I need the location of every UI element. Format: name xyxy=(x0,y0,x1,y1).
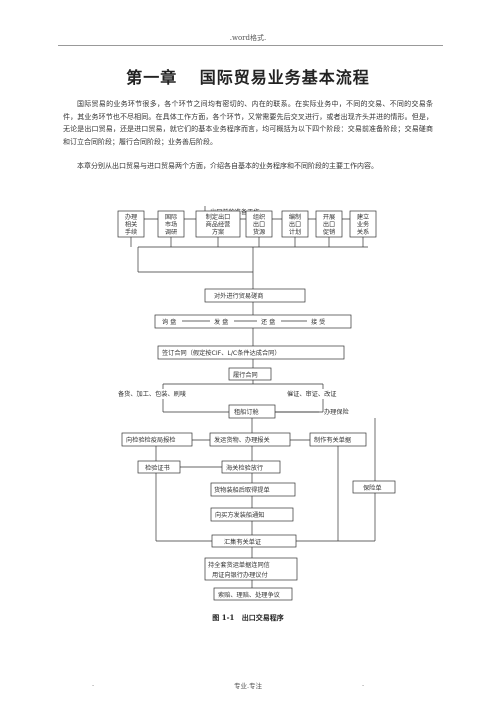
node-docs-make: 制作有关单据 xyxy=(314,436,351,444)
node-insure: 办理保险 xyxy=(324,408,350,416)
node-collect: 汇集有关单证 xyxy=(224,538,261,546)
prep-item-box-4 xyxy=(281,210,309,238)
footer-center: 专业.专注 xyxy=(233,682,263,690)
paragraph-scope: 本章分别从出口贸易与进口贸易两个方面，介绍各自基本的业务程序和不同阶段的主要工作… xyxy=(77,162,378,170)
node-policy: 保险单 xyxy=(363,484,382,492)
prep-item-5-line-1: 出口 xyxy=(323,221,335,229)
node-negotiate: 对外进行贸易磋商 xyxy=(214,292,264,300)
prep-item-3-line-2: 货源 xyxy=(253,228,265,236)
prep-item-4-line-0: 编制 xyxy=(289,213,301,221)
node-bl: 货物装船后取得提单 xyxy=(214,486,270,494)
footer-left: . xyxy=(92,680,95,688)
prep-item-box-3 xyxy=(245,210,273,238)
node-notice: 向买方发装船通知 xyxy=(215,511,265,519)
prep-item-6-line-1: 业务 xyxy=(357,221,369,229)
prep-item-box-6 xyxy=(349,210,377,238)
node-perform: 履行合同 xyxy=(233,371,258,379)
node-charter: 租船订舱 xyxy=(234,408,260,416)
prep-item-3-line-1: 出口 xyxy=(253,221,265,229)
chapter-name: 国际贸易业务基本流程 xyxy=(199,68,370,87)
prep-item-5-line-2: 促销 xyxy=(323,228,335,236)
prep-item-4-line-1: 出口 xyxy=(289,221,301,229)
footer-right: . xyxy=(362,680,365,688)
prep-item-0-line-0: 办理 xyxy=(125,213,137,221)
prep-item-2-line-2: 方案 xyxy=(212,228,225,236)
node-negotiation-line2: 用证向银行办理议付 xyxy=(212,571,268,579)
prep-item-2-line-0: 制定出口 xyxy=(206,213,231,221)
figure-title: 出口交易程序 xyxy=(241,613,284,622)
prep-item-box-2 xyxy=(195,210,241,238)
prep-item-6-line-0: 建立 xyxy=(357,213,369,221)
node-claims: 索赔、理赔、处理争议 xyxy=(218,591,281,599)
prep-item-0-line-2: 手续 xyxy=(125,228,137,236)
paragraph-intro: 国际贸易的业务环节很多，各个环节之间均有密切的、内在的联系。在实际业务中，不同的… xyxy=(63,100,433,146)
prep-item-1-line-1: 市场 xyxy=(165,221,177,229)
node-ship: 发运货物、办理报关 xyxy=(214,436,270,444)
node-left-branch: 备货、加工、包装、刷唛 xyxy=(118,390,187,398)
figure-number: 图 1-1 xyxy=(212,613,235,622)
prep-item-3-line-0: 组织 xyxy=(253,213,265,221)
header-divider xyxy=(58,45,443,46)
chapter-number: 第一章 xyxy=(126,68,178,87)
node-customs: 海关检验放行 xyxy=(226,464,263,472)
prep-item-box-0 xyxy=(117,210,145,238)
node-right-branch: 催证、审证、改证 xyxy=(287,390,337,398)
node-sign: 签订合同（假定按CIF、L/C条件达成合同） xyxy=(162,349,281,357)
prep-item-4-line-2: 计划 xyxy=(289,228,301,236)
negotiation-step-1: 发 盘 xyxy=(214,318,228,326)
prep-item-5-line-0: 开展 xyxy=(323,214,335,221)
negotiation-step-2: 还 盘 xyxy=(261,318,275,326)
negotiation-step-3: 接 受 xyxy=(311,318,325,326)
figure-caption: 图 1-1 出口交易程序 xyxy=(0,613,496,623)
prep-item-1-line-2: 调研 xyxy=(165,228,177,236)
prep-item-1-line-0: 国际 xyxy=(165,213,177,221)
prep-item-6-line-2: 关系 xyxy=(357,228,369,236)
chapter-title: 第一章 国际贸易业务基本流程 xyxy=(0,64,496,88)
node-cert: 检验证书 xyxy=(145,464,170,472)
node-negotiation-line1: 持全套货运单据连同信 xyxy=(208,561,270,569)
negotiation-step-0: 询 盘 xyxy=(162,318,176,326)
prep-item-box-1 xyxy=(157,210,185,238)
node-inspect-apply: 向检验检疫局报检 xyxy=(126,436,176,444)
prep-item-0-line-1: 相关 xyxy=(125,221,137,229)
page-header: .word格式. xyxy=(229,34,267,42)
prep-item-2-line-1: 商品经营 xyxy=(206,221,231,229)
